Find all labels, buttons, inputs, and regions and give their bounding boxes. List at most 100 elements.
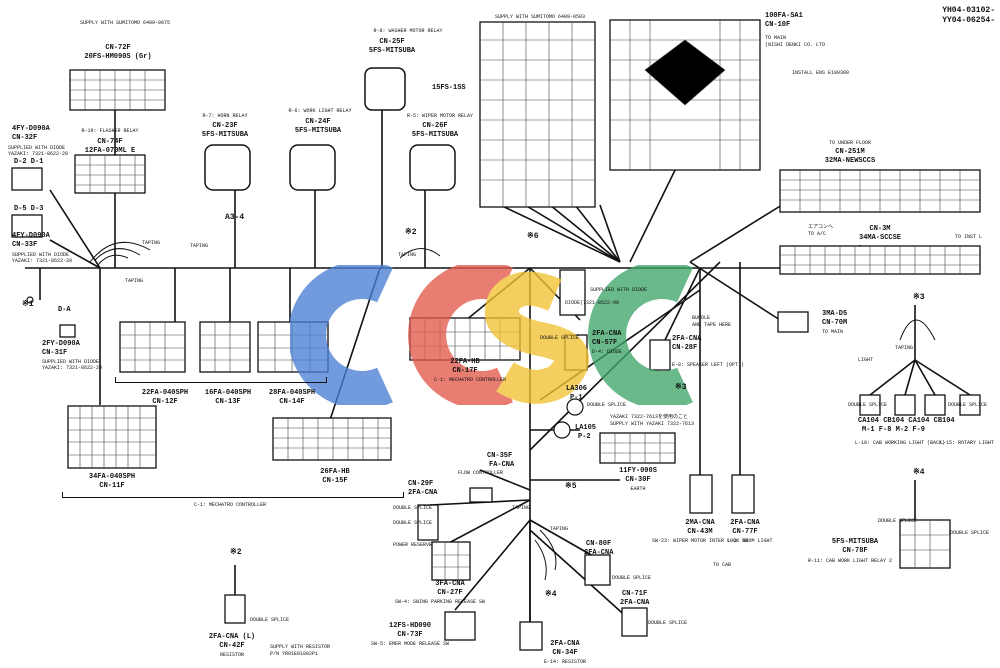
cn70m-code: CN-70M [822, 319, 848, 327]
cn28f-desc: E-8: SPEAKER LEFT (OPT.) [672, 362, 745, 368]
cn77f-code: CN-77F [732, 528, 758, 536]
cn31f-type: 2FY-D090A [42, 340, 80, 348]
marker-5: ※5 [565, 482, 577, 491]
taping-curves [89, 241, 936, 581]
cn72f-code: CN-72F [105, 44, 131, 52]
marker-2b: ※2 [230, 548, 242, 557]
cn31f-yazaki: YAZAKI: 7321-8622-20 [42, 365, 103, 371]
cn78f-relay: R-11: CAB WORK LIGHT RELAY 2 [807, 558, 893, 564]
diode32-1: SUPPLIED WITH DIODE [8, 145, 66, 151]
diode33-1: SUPPLIED WITH DIODE [12, 252, 70, 258]
yazaki-jp: YAZAKI 7322-7613を使用のこと [610, 414, 689, 420]
cn3m-type: 34MA-SCCSE [858, 234, 902, 242]
cn29f-splice1: DOUBLE SPLICE [393, 505, 433, 511]
cn10f-code: CN-10F [765, 21, 791, 29]
diode62-1: SUPPLIED WITH DIODE [590, 287, 648, 293]
marker-6: ※6 [527, 232, 539, 241]
cn70m-type: 3MA-D5 [822, 310, 848, 318]
cn74f-type: 12FA-070ML E [84, 147, 136, 155]
cn80f-splice: DOUBLE SPLICE [612, 575, 652, 581]
cn71f-splice: DOUBLE SPLICE [648, 620, 688, 626]
cn57f-splice: DOUBLE SPLICE [540, 335, 580, 341]
cn29f-type: 2FA-CNA [408, 489, 438, 497]
cn35f-flow: FLOW CONTROLLER [458, 470, 504, 476]
cn24f-relay: R-6: WORK LIGHT RELAY [288, 108, 352, 114]
cn42f-pn: P/N YR01E01002P1 [270, 651, 319, 657]
cn28f-type: 2FA-CNA [672, 335, 702, 343]
cn34f-code: CN-34F [552, 649, 578, 657]
marker-4b: ※4 [913, 468, 925, 477]
sumi0503-label: SUPPLY WITH SUMITOMO 6409-0503 [494, 14, 586, 20]
doc-code-2: YY04-06254- [942, 16, 995, 25]
connector-outlines [11, 19, 981, 651]
cn10f-to: TO MAIN [765, 35, 787, 41]
cn13f-code: CN-13F [215, 398, 241, 406]
cn43m-desc: SW-23: WIPER MOTOR INTER LOCK SW [651, 538, 749, 544]
cn23f-code: CN-23F [212, 122, 238, 130]
diode62-2: DIODE(7321-8522-90 [565, 300, 620, 306]
cn14f-code: CN-14F [279, 398, 305, 406]
cn57f-desc: D-4: DIODE [592, 349, 623, 355]
cn42f-type: 2FA-CNA (L) [208, 633, 256, 641]
cn17f-type: 22FA-HB [450, 358, 480, 366]
cn78f-code: CN-78F [842, 547, 868, 555]
taping-2: TAPING [190, 243, 209, 249]
lights-pins: M-1 F-8 M-2 F-9 [862, 426, 926, 434]
cn57f-code: CN-57F [592, 339, 618, 347]
la105-code: LA105 [575, 424, 597, 432]
taping-1: TAPING [142, 240, 161, 246]
cn11f-code: CN-11F [99, 482, 125, 490]
cn43m-type: 2MA-CNA [685, 519, 715, 527]
cn31f-code: CN-31F [42, 349, 68, 357]
cn251m-to: TO UNDER FLOOR [828, 140, 872, 146]
cn43m-code: CN-43M [687, 528, 713, 536]
cn17f-code: CN-17F [452, 367, 478, 375]
cn32f-code: CN-32F [12, 134, 38, 142]
diode32-2: YAZAKI: 7321-8622-20 [8, 151, 69, 157]
marker-4a: ※4 [545, 590, 557, 599]
cn12f-type: 22FA-040SPH [141, 389, 189, 397]
cn32f-type: 4FY-D090A [12, 125, 50, 133]
cn25f-type: 5FS-MITSUBA [368, 47, 416, 55]
cn74f-relay: R-19: FLASHER RELAY [81, 128, 139, 134]
lights-l15: L-15: ROTARY LIGHT [940, 440, 995, 446]
cn43m-to: TO CAB [712, 562, 732, 568]
cn78f-splice2: DOUBLE SPLICE [950, 530, 990, 536]
cn80f-type: 2FA-CNA [584, 549, 614, 557]
d2d1-label: D-2 D-1 [14, 158, 44, 166]
marker-2a: ※2 [405, 228, 417, 237]
cn29f-power: POWER RESERVE [393, 542, 433, 548]
cn3m-ac-jp: エアコンへ [808, 224, 834, 230]
marker-3b: ※3 [675, 383, 687, 392]
cn31f-diode: SUPPLIED WITH DIODE [42, 359, 100, 365]
mechatro-bracket [62, 492, 404, 498]
cn12f-code: CN-12F [152, 398, 178, 406]
cn3m-ac: TO A/C [808, 231, 827, 237]
relay-outlines [204, 67, 456, 191]
mechatro-label: C-1: MECHATRO CONTROLLER [193, 502, 267, 508]
cn25f-relay: R-8: WASHER MOTOR RELAY [373, 28, 443, 34]
lights-splice1: DOUBLE SPLICE [848, 402, 888, 408]
lights-l10: L-10: CAB WORKING LIGHT (BACK) [855, 440, 946, 446]
la306-splice: DOUBLE SPLICE [587, 402, 627, 408]
cn27f-code: CN-27F [437, 589, 463, 597]
a34-label: A3-4 [225, 213, 245, 222]
lights-splice2: DOUBLE SPLICE [948, 402, 988, 408]
cn34f-desc: E-14: RESISTOR [543, 659, 587, 665]
cn72f-type: 20FS-HM090S (Gr) [84, 53, 152, 61]
bundle-2: AND TAPE HERE [692, 322, 732, 328]
cn26f-code: CN-26F [422, 122, 448, 130]
cn29f-splice2: DOUBLE SPLICE [393, 520, 433, 526]
cn33f-code: CN-33F [12, 241, 38, 249]
lights-light: LIGHT [858, 357, 874, 363]
cn15f-type: 26FA-HB [320, 468, 350, 476]
cn27f-type: 3FA-CNA [435, 580, 465, 588]
cn42f-resistor: RESISTOR [219, 652, 245, 658]
cn251m-type: 32MA-NEWSCCS [824, 157, 876, 165]
cn14f-type: 28FA-040SPH [268, 389, 316, 397]
cn42f-code: CN-42F [219, 642, 245, 650]
cn35f-type: FA-CNA [489, 461, 515, 469]
cn17f-desc: C-1: MECHATRO CONTROLLER [433, 377, 507, 383]
cn30f-earth: EARTH [630, 486, 646, 492]
